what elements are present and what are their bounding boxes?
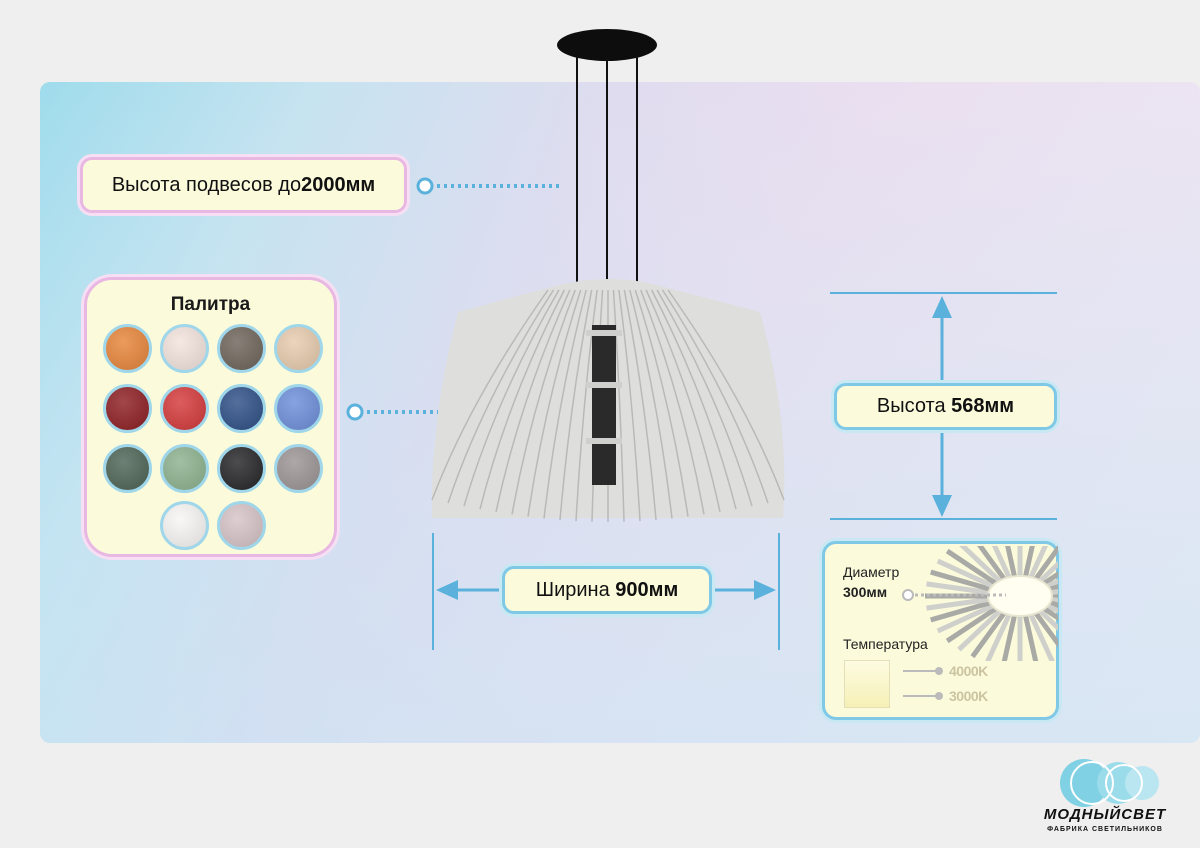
shade-slat (667, 289, 785, 501)
palette-swatch (103, 324, 152, 373)
height-arrow-up (932, 296, 952, 318)
palette-title: Палитра (170, 294, 251, 315)
palette-swatch (160, 384, 209, 433)
diameter-leader (902, 589, 1006, 601)
suspension-height-label: Высота подвесов до 2000мм (80, 157, 407, 213)
shade-slat (575, 289, 598, 522)
suspension-height-value: 2000мм (301, 173, 376, 196)
diffuser-fin (1023, 546, 1035, 577)
diffuser-fin (957, 609, 1002, 652)
shade-slat (447, 289, 555, 504)
temperature-option-3000: 3000K (949, 688, 988, 704)
diffuser-fin (930, 569, 991, 592)
logo-subtitle: ФАБРИКА СВЕТИЛЬНИКОВ (1047, 826, 1163, 833)
shade-slat (645, 289, 721, 513)
diffuser-fin (991, 546, 1012, 579)
diameter-label: Диаметр (843, 564, 900, 580)
diffuser-fin (930, 600, 991, 623)
shade-slat (634, 289, 689, 517)
diffuser-fin (1046, 603, 1058, 614)
shade-slat (656, 289, 753, 507)
diffuser-fin (1043, 606, 1058, 621)
diffuser-fin (1005, 546, 1017, 577)
shade-slat (463, 289, 560, 507)
palette-swatch (217, 444, 266, 493)
brand-logo: МОДНЫЙСВЕТ ФАБРИКА СВЕТИЛЬНИКОВ (1040, 758, 1170, 840)
width-prefix: Ширина (535, 578, 610, 601)
height-value: 568мм (951, 395, 1015, 417)
palette-swatch (103, 384, 152, 433)
height-label: Высота 568мм (834, 383, 1057, 430)
palette-swatch (160, 324, 209, 373)
diffuser-fin (1043, 571, 1058, 586)
shade-slat (629, 289, 673, 519)
shade-slat (543, 289, 587, 519)
diffuser-fin (936, 603, 994, 634)
diffuser-fin (985, 613, 1012, 661)
height-arrow-down (932, 495, 952, 517)
shade-slat (431, 289, 549, 501)
diffuser-fin (1038, 560, 1058, 583)
diameter-value: 300мм (843, 584, 888, 600)
diffuser-fin (1023, 615, 1039, 661)
diffuser-fin (1033, 546, 1058, 581)
shade-slat (640, 289, 705, 515)
logo-name: МОДНЫЙСВЕТ (1043, 806, 1167, 823)
diffuser-fin (977, 546, 1007, 581)
palette-swatch (217, 501, 266, 550)
shade-slat (618, 289, 641, 522)
diffuser-fin (970, 611, 1007, 659)
spec-panel: Диаметр 300мм Температура 4000K 3000K (822, 541, 1059, 720)
diffuser-bottom-view (925, 546, 1058, 661)
palette-swatch (160, 501, 209, 550)
shade-slat (623, 289, 657, 521)
light-temperature-swatch (844, 660, 890, 708)
width-label: Ширина 900мм (502, 566, 712, 614)
diffuser-fin (1028, 546, 1049, 579)
width-value: 900мм (615, 578, 679, 601)
palette-swatch (103, 444, 152, 493)
width-arrow-right (754, 580, 776, 600)
diffuser-fin (1028, 613, 1055, 661)
palette-swatch (160, 444, 209, 493)
shade-slat (511, 289, 576, 515)
width-arrow-left (436, 580, 458, 600)
ceiling-canopy (557, 29, 657, 61)
logo-circles-icon (1060, 759, 1159, 807)
shade-slat (612, 289, 625, 522)
diffuser-fin (1038, 609, 1058, 632)
temperature-label: Температура (843, 636, 928, 652)
palette-swatch (217, 324, 266, 373)
shade-slat (527, 289, 582, 517)
lamp-core (592, 325, 616, 485)
diffuser-fin (936, 558, 994, 589)
diffuser-fin (959, 546, 1002, 583)
diffuser-fin (1046, 578, 1058, 589)
color-palette: Палитра (84, 277, 337, 557)
diffuser-fin (926, 596, 989, 611)
shade-slat (479, 289, 566, 510)
diffuser-fin (926, 581, 989, 596)
diffuser-fin (945, 548, 997, 586)
diffuser-fin (1001, 615, 1017, 661)
shade-slat (661, 289, 769, 504)
shade-slat (559, 289, 593, 521)
diffuser-fin (945, 606, 997, 644)
palette-swatch (217, 384, 266, 433)
shade-slat (495, 289, 571, 513)
suspension-leader-dot (416, 177, 434, 195)
palette-swatch (274, 384, 323, 433)
temperature-leaders (903, 667, 943, 700)
palette-leader-dot (346, 403, 364, 421)
suspension-height-prefix: Высота подвесов до (111, 173, 302, 196)
palette-swatch (274, 444, 323, 493)
palette-swatch (274, 324, 323, 373)
height-prefix: Высота (876, 395, 946, 417)
shade-slat (650, 289, 737, 510)
temperature-option-4000: 4000K (949, 663, 988, 679)
diffuser-fin (1033, 611, 1058, 648)
